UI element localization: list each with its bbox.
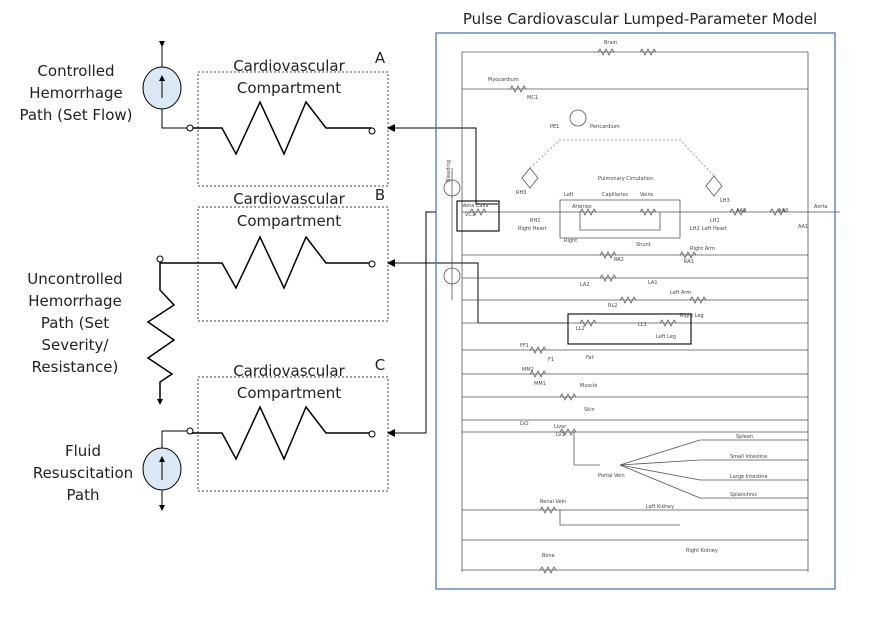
label-left-heart: Left Heart (702, 226, 727, 232)
resistor-b (160, 235, 372, 290)
node-aa2: AA2 (736, 208, 747, 214)
node-lv1: LV1 (556, 432, 565, 438)
compartment-b-letter: B (374, 186, 386, 204)
left-leg-highlight (567, 313, 692, 345)
node-aa3: AA3 (778, 208, 789, 214)
circuit-wiring (443, 51, 840, 572)
node-la1: LA1 (648, 280, 658, 286)
label-spleen: Spleen (736, 434, 754, 440)
connector-a (387, 124, 498, 205)
fluid-resuscitation-label: Fluid Resuscitation Path (32, 442, 134, 504)
node-ra1: RA1 (684, 259, 694, 265)
label-right: Right (564, 238, 578, 244)
compartment-c-letter: C (374, 356, 386, 374)
label-splanchnic: Splanchnic (730, 492, 758, 498)
label-myocardium: Myocardium (488, 77, 519, 83)
label-right-kidney: Right Kidney (686, 548, 718, 554)
label-right-arm: Right Arm (690, 246, 716, 252)
circuit-resistors (469, 48, 787, 574)
label-bleeding: Bleeding (445, 160, 452, 182)
node-rh1: RH1 (530, 218, 541, 224)
circuit-panel (435, 32, 836, 590)
label-shunt: Shunt (636, 242, 651, 248)
node-lh1: LH1 (710, 218, 720, 224)
node-lh2: LH2 (690, 226, 700, 232)
hemorrhage-resistor (146, 262, 176, 402)
terminal-a-right (368, 127, 376, 135)
node-aa1: AA1 (798, 224, 809, 230)
node-ff1: FF1 (520, 343, 529, 349)
label-muscle: Muscle (580, 383, 598, 389)
label-left-arm: Left Arm (670, 290, 692, 296)
label-skin: Skin (584, 407, 595, 413)
label-vc1: VC1 (465, 212, 476, 218)
resistor-a (190, 100, 372, 156)
node-ll1: LL1 (638, 322, 647, 328)
label-aorta: Aorta (814, 204, 828, 210)
compartment-a-letter: A (374, 49, 386, 67)
label-renal-vein: Renal Vein (540, 499, 567, 505)
terminal-c-right (368, 430, 376, 438)
vena-cava-highlight (456, 200, 500, 232)
connector-b (387, 259, 479, 323)
label-pericardium: Pericardium (590, 124, 620, 130)
label-pulmonary: Pulmonary Circulation (598, 176, 654, 182)
node-ll2: LL2 (576, 326, 585, 332)
label-vena-cava: Vena Cava (462, 203, 489, 209)
label-arteries: Arteries (572, 204, 592, 210)
node-la2: LA2 (580, 282, 590, 288)
compartment-a-label: Cardiovascular Compartment (233, 57, 345, 97)
terminal-b-left (156, 255, 164, 263)
label-pe1: PE1 (550, 124, 560, 130)
label-large-intestine: Large Intestine (730, 474, 768, 480)
node-ra2: RA2 (614, 257, 624, 263)
connector-c (387, 211, 436, 437)
label-brain: Brain (604, 40, 618, 46)
panel-title: Pulse Cardiovascular Lumped-Parameter Mo… (462, 10, 818, 28)
node-rl2: RL2 (608, 303, 618, 309)
node-mm1: MM1 (534, 381, 546, 387)
label-fat: Fat (586, 355, 594, 361)
resistor-c (190, 405, 372, 461)
label-mc1: MC1 (527, 95, 538, 101)
label-left-kidney: Left Kidney (646, 504, 675, 510)
node-rh3: RH3 (516, 190, 527, 196)
controlled-hemorrhage-label: Controlled Hemorrhage Path (Set Flow) (19, 62, 133, 124)
compartment-b-label: Cardiovascular Compartment (233, 190, 345, 230)
node-mm2: MM2 (522, 367, 534, 373)
label-liver: Liver (554, 424, 567, 430)
label-veins: Veins (640, 192, 654, 198)
label-left-leg: Left Leg (656, 334, 676, 340)
terminal-b-right (368, 260, 376, 268)
label-bone: Bone (542, 553, 555, 559)
node-lh3: LH3 (720, 198, 730, 204)
label-small-intestine: Small Intestine (730, 454, 768, 460)
node-f1: F1 (548, 357, 555, 363)
uncontrolled-hemorrhage-label: Uncontrolled Hemorrhage Path (Set Severi… (27, 270, 123, 376)
compartment-c-label: Cardiovascular Compartment (233, 362, 345, 402)
label-left: Left (564, 192, 574, 198)
label-portal-vein: Portal Vein (598, 473, 625, 479)
label-right-leg: Right Leg (680, 313, 704, 319)
terminal-c-left (186, 427, 194, 435)
node-lv2: LV2 (520, 421, 529, 427)
label-right-heart: Right Heart (518, 226, 547, 232)
terminal-a-left (186, 124, 194, 132)
label-capillaries: Capillaries (602, 192, 629, 198)
